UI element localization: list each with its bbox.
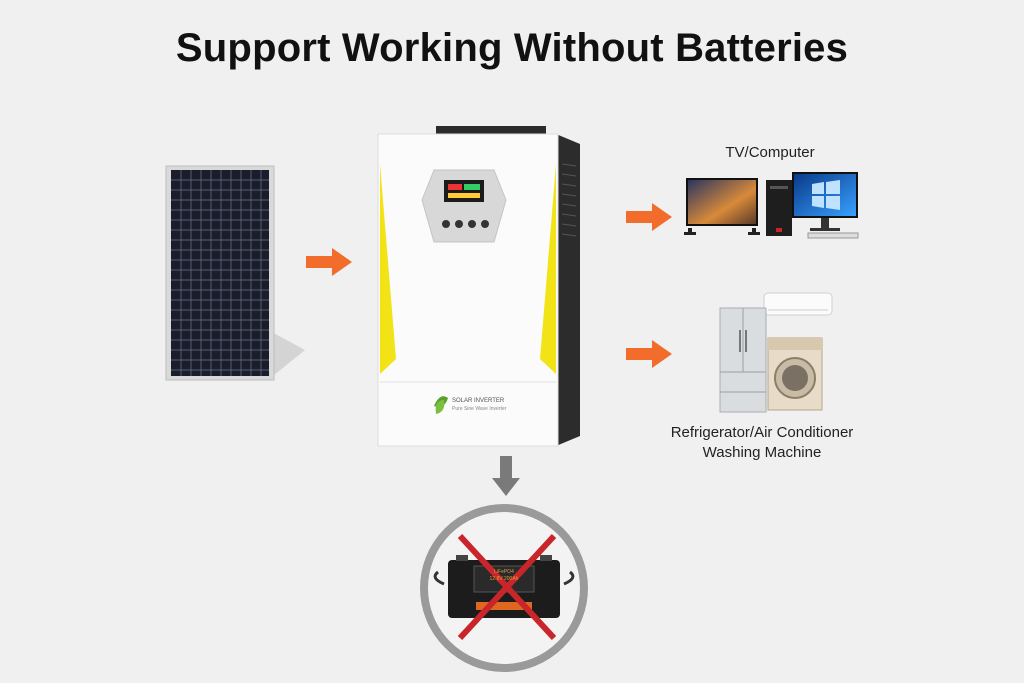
arrow-down-icon: [492, 456, 520, 496]
arrow-right-icon: [626, 203, 672, 231]
battery-label-line1: LiFePO4: [494, 569, 514, 575]
tv-computer-image: [684, 170, 864, 242]
appliances-label-line2: Washing Machine: [702, 444, 822, 461]
inverter-logo-text: SOLAR INVERTER: [452, 398, 505, 404]
inverter-logo-subtext: Pure Sine Wave Inverter: [452, 406, 507, 412]
appliances-image: [716, 290, 836, 416]
arrow-right-icon: [306, 248, 352, 276]
tv-computer-label: TV/Computer: [725, 144, 815, 161]
page-title: Support Working Without Batteries: [175, 26, 849, 70]
arrow-right-icon: [626, 340, 672, 368]
no-battery-icon: [416, 500, 592, 676]
battery-label-line2: 12.8V 200Ah: [489, 576, 519, 582]
solar-panel-image: [160, 160, 310, 390]
appliances-label-line1: Refrigerator/Air Conditioner: [670, 424, 854, 441]
solar-inverter-image: [376, 124, 586, 454]
